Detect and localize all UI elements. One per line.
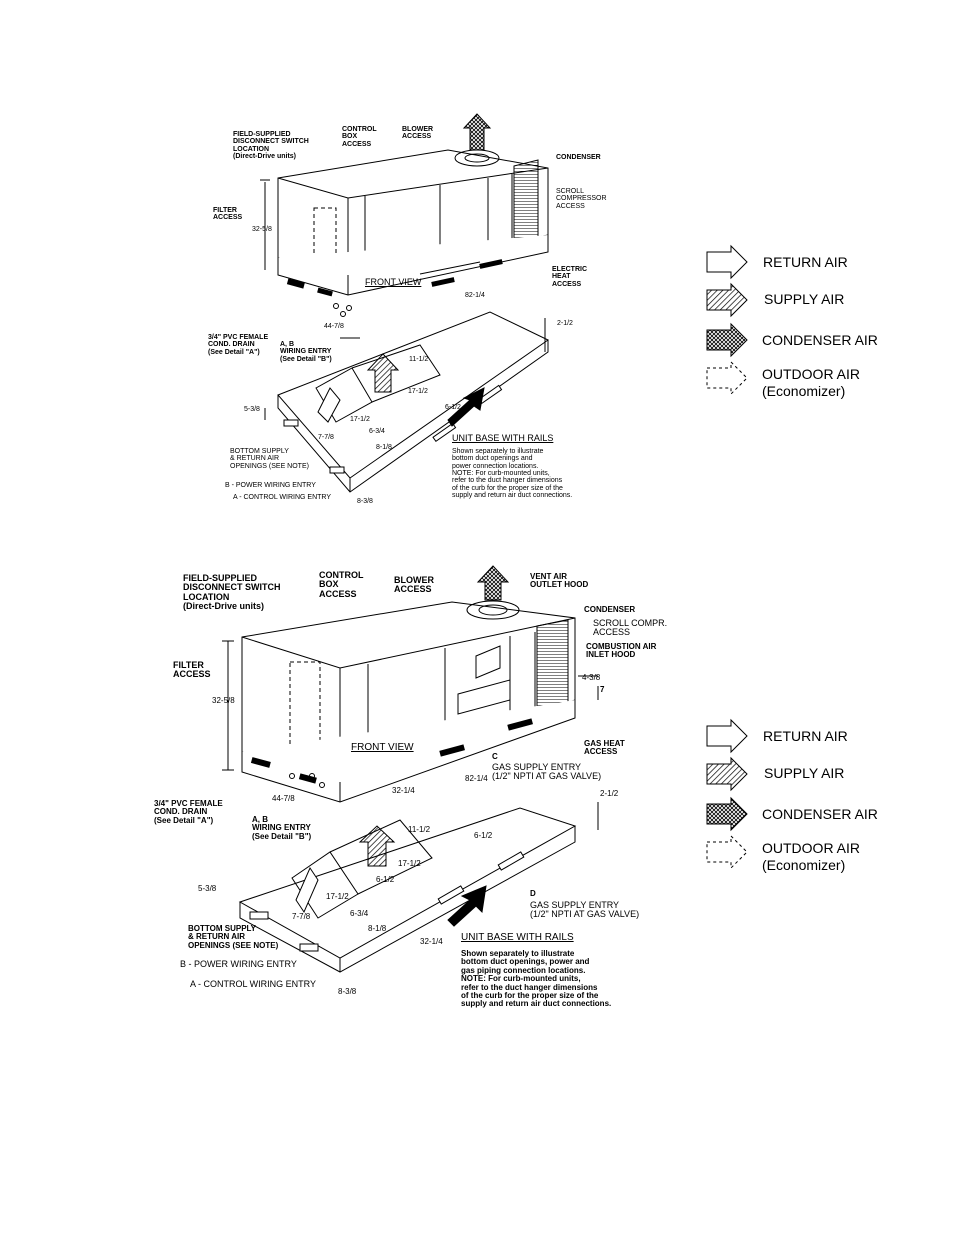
- d1-bottom-supply-label: BOTTOM SUPPLY & RETURN AIR OPENINGS (SEE…: [230, 448, 309, 470]
- d1-dim-i: 8-1/8: [376, 444, 392, 451]
- d1-dim-j: 8-3/8: [357, 498, 373, 505]
- d2-dim-depth: 44-7/8: [272, 794, 295, 803]
- d2-dim-b: 17-1/2: [398, 859, 421, 868]
- legend-2-arrows: [706, 718, 748, 870]
- d1-dim-h2: 6-3/4: [369, 428, 385, 435]
- d2-dim-j: 8-3/8: [338, 987, 357, 996]
- d2-dim-c: 6-1/2: [474, 831, 493, 840]
- d2-dim-w2: 32-1/4: [392, 786, 415, 795]
- d2-dim-seven: 7: [600, 685, 605, 694]
- d1-electric-heat-label: ELECTRIC HEAT ACCESS: [552, 266, 587, 288]
- legend2-outdoor-air: OUTDOOR AIR (Economizer): [762, 840, 861, 873]
- legend1-condenser-air: CONDENSER AIR: [762, 332, 878, 348]
- d2-dim-g: 7-7/8: [292, 912, 311, 921]
- legend-1-arrows: [706, 244, 748, 396]
- legend1-return-air: RETURN AIR: [763, 254, 848, 270]
- d2-gas-c-letter: C: [492, 752, 498, 761]
- d1-dim-f: 5-3/8: [244, 406, 260, 413]
- d1-power-wiring-label: B - POWER WIRING ENTRY: [225, 482, 316, 489]
- d2-gas-heat-label: GAS HEAT ACCESS: [584, 739, 625, 757]
- d2-front-view-label: FRONT VIEW: [351, 742, 414, 753]
- d2-dim-height: 32-5/8: [212, 696, 235, 705]
- diagram1-unit: [260, 113, 549, 493]
- d1-dim-b: 17-1/2: [408, 388, 428, 395]
- diagram2-unit: [222, 565, 599, 973]
- legend2-condenser-air: CONDENSER AIR: [762, 806, 878, 822]
- legend2-return-air: RETURN AIR: [763, 728, 848, 744]
- d2-gas-c-label: GAS SUPPLY ENTRY (1/2" NPTI AT GAS VALVE…: [492, 762, 602, 782]
- d2-control-box-label: CONTROL BOX ACCESS: [319, 570, 364, 599]
- d1-wiring-label: A, B WIRING ENTRY (See Detail "B"): [280, 341, 332, 363]
- d1-dim-height: 32-5/8: [252, 226, 272, 233]
- d1-unit-base-label: UNIT BASE WITH RAILS: [452, 433, 554, 443]
- d2-gas-d-letter: D: [530, 889, 536, 898]
- d1-disconnect-label: FIELD-SUPPLIED DISCONNECT SWITCH LOCATIO…: [233, 131, 309, 161]
- d2-dim-i: 8-1/8: [368, 924, 387, 933]
- d1-dim-rail: 2-1/2: [557, 320, 573, 327]
- d2-dim-e: 17-1/2: [326, 892, 349, 901]
- d2-dim-width: 82-1/4: [465, 774, 488, 783]
- d1-control-box-label: CONTROL BOX ACCESS: [342, 126, 377, 148]
- d2-bottom-supply-label: BOTTOM SUPPLY & RETURN AIR OPENINGS (SEE…: [188, 924, 279, 950]
- d1-note: Shown separately to illustrate bottom du…: [452, 448, 573, 500]
- legend2-supply-air: SUPPLY AIR: [764, 765, 845, 781]
- d1-filter-label: FILTER ACCESS: [213, 207, 243, 222]
- d2-scroll-label: SCROLL COMPR. ACCESS: [593, 618, 668, 638]
- d2-wiring-label: A, B WIRING ENTRY (See Detail "B"): [252, 815, 312, 841]
- d2-filter-label: FILTER ACCESS: [173, 660, 211, 680]
- d2-unit-base-label: UNIT BASE WITH RAILS: [461, 932, 574, 943]
- d1-control-wiring-label: A - CONTROL WIRING ENTRY: [233, 494, 332, 501]
- d1-condenser-label: CONDENSER: [556, 154, 601, 161]
- d2-dim-top: 4-3/8: [582, 673, 601, 682]
- d2-dim-f: 5-3/8: [198, 884, 217, 893]
- d1-dim-e: 17-1/2: [350, 416, 370, 423]
- d2-power-wiring-label: B - POWER WIRING ENTRY: [180, 959, 297, 969]
- d1-scroll-label: SCROLL COMPRESSOR ACCESS: [556, 188, 607, 210]
- d2-dim-a: 11-1/2: [408, 825, 431, 834]
- d1-dim-g: 7-7/8: [318, 434, 334, 441]
- d1-blower-label: BLOWER ACCESS: [402, 126, 434, 141]
- d1-front-view-label: FRONT VIEW: [365, 277, 422, 287]
- d2-condenser-label: CONDENSER: [584, 605, 636, 614]
- d2-pvc-label: 3/4" PVC FEMALE COND. DRAIN (See Detail …: [154, 799, 223, 825]
- d1-dim-depth: 44-7/8: [324, 323, 344, 330]
- d1-pvc-label: 3/4" PVC FEMALE COND. DRAIN (See Detail …: [208, 334, 269, 356]
- d1-dim-c: 6-1/2: [445, 404, 461, 411]
- d2-dim-h2: 6-3/4: [350, 909, 369, 918]
- legend1-supply-air: SUPPLY AIR: [764, 291, 845, 307]
- d2-disconnect-label: FIELD-SUPPLIED DISCONNECT SWITCH LOCATIO…: [183, 573, 281, 612]
- d1-dim-a: 11-1/2: [409, 356, 429, 363]
- d2-dim-c2: 6-1/2: [376, 875, 395, 884]
- d2-gas-d-label: GAS SUPPLY ENTRY (1/2" NPTI AT GAS VALVE…: [530, 900, 640, 920]
- legend1-outdoor-air: OUTDOOR AIR (Economizer): [762, 366, 861, 399]
- d2-combustion-label: COMBUSTION AIR INLET HOOD: [586, 642, 657, 660]
- d1-dim-width: 82-1/4: [465, 292, 485, 299]
- d2-dim-k: 32-1/4: [420, 937, 443, 946]
- d2-blower-label: BLOWER ACCESS: [394, 575, 434, 595]
- d2-note: Shown separately to illustrate bottom du…: [461, 949, 612, 1009]
- d2-dim-rail: 2-1/2: [600, 789, 619, 798]
- d2-vent-label: VENT AIR OUTLET HOOD: [530, 572, 589, 590]
- d2-control-wiring-label: A - CONTROL WIRING ENTRY: [190, 979, 317, 989]
